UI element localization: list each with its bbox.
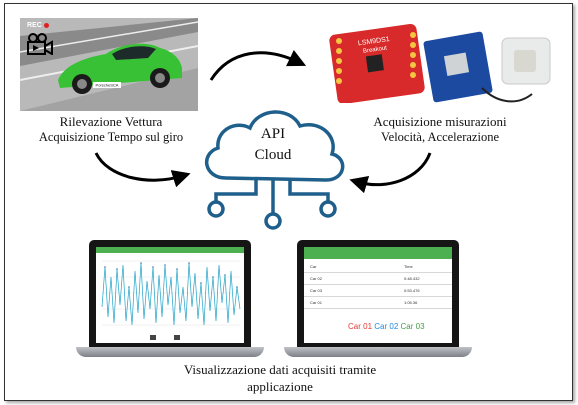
laptop-chart <box>76 240 264 358</box>
arrow-car-to-sensors <box>209 49 307 81</box>
column-header-car: Car <box>310 264 317 269</box>
sensor-board-sublabel: Breakout <box>363 45 388 54</box>
sensor-caption: Acquisizione misurazioni Velocità, Accel… <box>355 114 525 145</box>
arrow-car-to-cloud <box>94 152 191 188</box>
row-car: Car 01 <box>310 300 323 305</box>
cloud-label-line2: Cloud <box>254 147 292 163</box>
app-header-bar <box>96 247 244 253</box>
car-photo: PorscheSCA <box>20 18 198 111</box>
legend-car-01: Car 01 <box>348 322 373 331</box>
lap-time-table: Car Time Car 02 0:48.432 Car 03 0:53.476… <box>304 261 452 309</box>
table-header-row: Car Time <box>304 261 452 273</box>
legend-car-02: Car 02 <box>374 322 399 331</box>
cloud-label: API Cloud <box>241 124 305 166</box>
row-time: 0:48.432 <box>404 276 420 281</box>
rec-badge: REC <box>27 22 49 29</box>
visualization-caption-line2: applicazione <box>247 379 313 394</box>
gps-module <box>422 28 557 114</box>
table-header-bar <box>304 247 452 259</box>
vehicle-caption-line2: Acquisizione Tempo sul giro <box>38 130 184 144</box>
table-row: Car 01 1:05.36 <box>304 297 452 309</box>
video-camera-icon <box>27 33 53 55</box>
visualization-caption: Visualizzazione dati acquisiti tramite a… <box>150 361 410 395</box>
vehicle-caption: Rilevazione Vettura Acquisizione Tempo s… <box>26 114 196 145</box>
imu-sensor-board: LSM9DS1 Breakout <box>327 21 427 107</box>
car-silhouette <box>58 43 182 94</box>
laptop-table: Car Time Car 02 0:48.432 Car 03 0:53.476… <box>284 240 472 358</box>
car-plate: PorscheSCA <box>96 83 119 88</box>
cloud-icon <box>204 110 345 230</box>
visualization-caption-line1: Visualizzazione dati acquisiti tramite <box>183 362 377 377</box>
laptop-chart-screen <box>96 247 244 343</box>
cloud-label-line1: API <box>260 126 286 142</box>
laptop-table-base <box>284 347 472 357</box>
sensor-caption-line1: Acquisizione misurazioni <box>373 114 507 129</box>
laptop-table-screen: Car Time Car 02 0:48.432 Car 03 0:53.476… <box>304 247 452 343</box>
row-car: Car 03 <box>310 288 323 293</box>
row-time: 1:05.36 <box>404 300 418 305</box>
telemetry-chart <box>101 260 241 340</box>
vehicle-caption-line1: Rilevazione Vettura <box>59 114 163 129</box>
telemetry-line <box>101 262 241 326</box>
column-header-time: Time <box>404 264 413 269</box>
table-row: Car 02 0:48.432 <box>304 273 452 285</box>
car-legend: Car 01 Car 02 Car 03 <box>348 322 425 331</box>
sensor-caption-line2: Velocità, Accelerazione <box>381 130 499 144</box>
laptop-chart-base <box>76 347 264 357</box>
legend-car-03: Car 03 <box>400 322 425 331</box>
arrow-sensors-to-cloud <box>349 152 432 194</box>
sensor-board-label: LSM9DS1 <box>358 36 391 47</box>
table-row: Car 03 0:53.476 <box>304 285 452 297</box>
rec-text: REC <box>27 22 42 29</box>
row-car: Car 02 <box>310 276 323 281</box>
rec-dot-icon <box>43 22 49 28</box>
row-time: 0:53.476 <box>404 288 420 293</box>
